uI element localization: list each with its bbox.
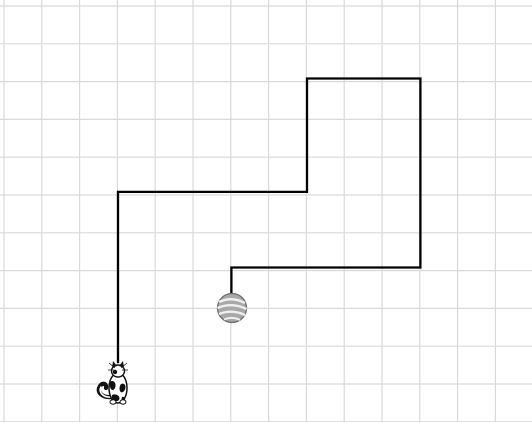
cat-head-spot (113, 370, 117, 374)
cat-paw (110, 400, 116, 404)
cat-paw (120, 400, 126, 404)
yarn-ball-icon[interactable] (218, 294, 247, 323)
